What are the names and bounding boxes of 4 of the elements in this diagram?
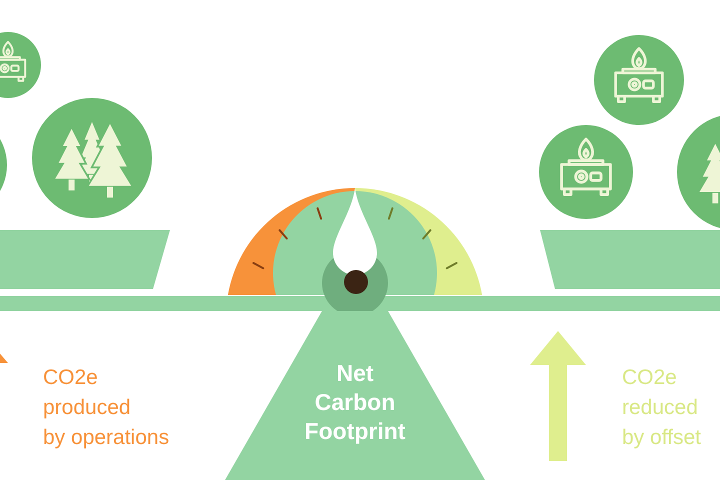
fulcrum-triangle <box>225 311 485 480</box>
annotation-text: CO2e produced by operations <box>43 365 170 451</box>
node-label: Net Carbon Footprint <box>304 359 406 446</box>
annotation-text: CO2e reduced by offset <box>622 365 701 451</box>
